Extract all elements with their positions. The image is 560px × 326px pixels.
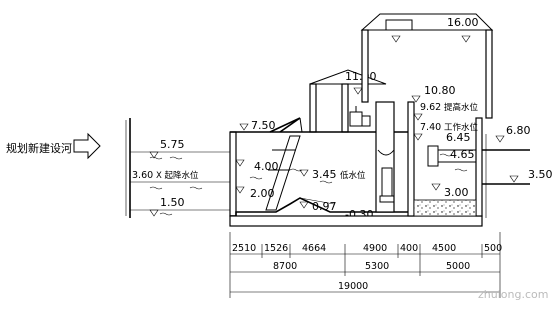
flow-arrow-icon [73, 132, 101, 160]
level-645: 6.45 [446, 131, 471, 144]
dim-1526: 1526 [264, 243, 288, 254]
dim-2510: 2510 [232, 243, 256, 254]
level-360-note: X 起降水位 [156, 170, 199, 181]
outlet-wall-right [475, 117, 483, 217]
pump-column [375, 101, 395, 213]
level-1600: 16.00 [447, 16, 479, 29]
trash-rack-gate [265, 117, 303, 211]
level-1100: 11.00 [345, 70, 377, 83]
inlet-wall-left [229, 131, 237, 217]
river-label: 规划新建设河 [6, 141, 72, 155]
level-575: 5.75 [160, 138, 185, 151]
level-200: 2.00 [250, 187, 275, 200]
level-680: 6.80 [506, 124, 531, 137]
level-400: 4.00 [254, 160, 279, 173]
level-345-note: 低水位 [340, 170, 366, 181]
dim-total: 19000 [338, 281, 368, 292]
level-150: 1.50 [160, 196, 185, 209]
outlet-wall-left [407, 101, 415, 217]
water-ripples [149, 153, 468, 216]
dim-5300: 5300 [365, 261, 389, 272]
watermark: zhulong.com [478, 288, 548, 301]
dimension-lines [229, 232, 501, 298]
level-360: 3.60 [132, 170, 153, 181]
dim-500: 500 [484, 243, 502, 254]
forebay-floor [230, 197, 410, 217]
level-300: 3.00 [444, 186, 469, 199]
level-350: 3.50 [528, 168, 553, 181]
level-750: 7.50 [251, 119, 276, 132]
level-740-note: 工作水位 [444, 122, 479, 133]
level-962: 9.62 [420, 102, 441, 113]
dim-4500: 4500 [432, 243, 456, 254]
level-1080: 10.80 [424, 84, 456, 97]
dim-4900: 4900 [363, 243, 387, 254]
level-465: 4.65 [450, 148, 475, 161]
dim-5000: 5000 [446, 261, 470, 272]
outlet-pipe [427, 145, 476, 167]
dim-8700: 8700 [273, 261, 297, 272]
hoist-tower [360, 13, 494, 119]
level-097: 0.97 [312, 200, 337, 213]
level-marks-left [149, 151, 159, 217]
dim-4664: 4664 [302, 243, 326, 254]
pump-motor [349, 106, 371, 127]
level-962-note: 提高水位 [444, 102, 479, 113]
gravel-fill [413, 199, 477, 217]
level-345: 3.45 [312, 168, 337, 181]
base-slab [229, 215, 483, 227]
dim-400: 400 [400, 243, 418, 254]
level-740: 7.40 [420, 122, 441, 133]
